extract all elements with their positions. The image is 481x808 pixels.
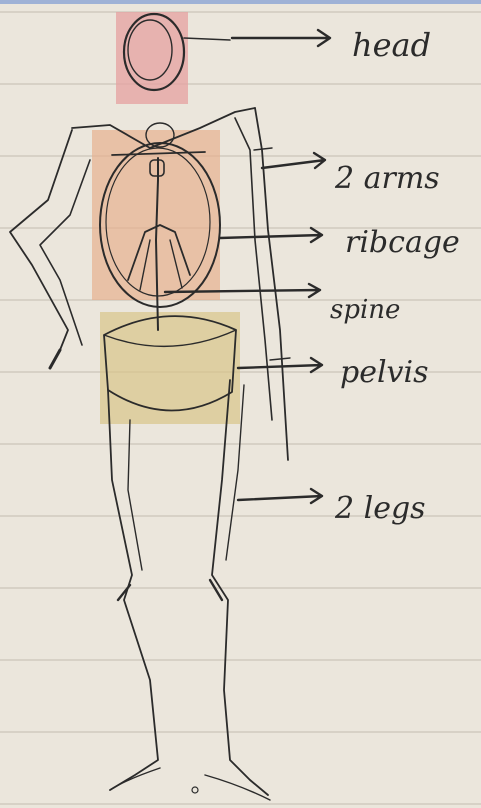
label-legs: 2 legs <box>334 491 426 526</box>
label-arms: 2 arms <box>334 161 440 196</box>
label-pelvis: pelvis <box>340 355 429 390</box>
arrow-pelvis <box>238 358 322 372</box>
arrow-head <box>232 30 330 46</box>
arrow-legs <box>238 489 322 503</box>
label-spine: spine <box>330 295 400 325</box>
pelvis-highlight <box>100 312 240 424</box>
top-edge <box>0 0 481 4</box>
arrow-ribcage <box>220 228 322 242</box>
label-ribcage: ribcage <box>345 225 460 260</box>
label-head: head <box>352 26 431 64</box>
